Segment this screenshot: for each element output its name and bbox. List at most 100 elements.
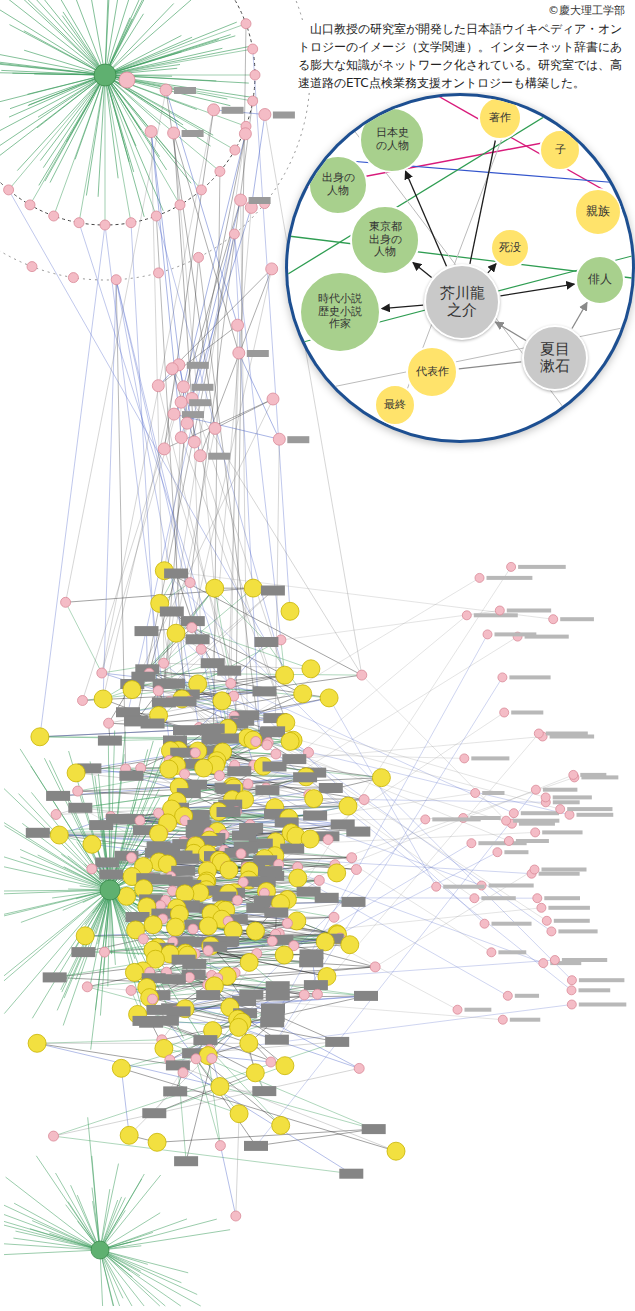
network-label-box <box>182 411 204 418</box>
network-line <box>325 852 497 942</box>
network-node <box>498 673 507 682</box>
network-line <box>100 1179 142 1250</box>
network-node <box>76 927 94 945</box>
network-node <box>226 679 236 689</box>
network-node <box>138 934 148 944</box>
network-label-box <box>515 994 539 998</box>
network-line <box>170 1017 273 1060</box>
network-line <box>213 729 570 815</box>
network-node <box>148 1133 166 1151</box>
network-node <box>470 894 479 903</box>
node-label: 俳人 <box>588 273 612 287</box>
network-node <box>100 947 110 957</box>
network-line <box>266 611 499 643</box>
network-line <box>0 4 105 75</box>
network-node <box>167 624 185 642</box>
network-label-box <box>161 679 185 689</box>
network-node <box>188 436 200 448</box>
network-label-box <box>266 981 290 991</box>
network-node <box>504 837 513 846</box>
network-line <box>37 75 105 128</box>
network-node <box>208 104 220 116</box>
network-node <box>175 432 187 444</box>
network-label-box <box>68 803 92 813</box>
network-line <box>154 567 511 1113</box>
network-label-box <box>222 107 244 114</box>
network-node <box>28 1034 46 1052</box>
network-node <box>569 770 578 779</box>
node-label: 代表作 <box>416 366 449 379</box>
network-node <box>185 972 195 982</box>
network-label-box <box>163 1086 187 1096</box>
network-node <box>178 381 190 393</box>
network-label-box <box>487 576 533 580</box>
network-label-box <box>119 771 143 781</box>
network-node <box>370 962 380 972</box>
network-line <box>194 1005 572 1054</box>
network-line <box>27 75 105 94</box>
network-line <box>162 1040 374 1129</box>
network-line <box>5 0 105 75</box>
network-node <box>483 630 492 639</box>
network-node <box>236 849 246 859</box>
network-line <box>158 325 237 386</box>
node-label: 夏目漱石 <box>540 341 570 376</box>
network-line <box>176 402 181 573</box>
network-line <box>0 0 105 75</box>
network-line <box>9 75 105 190</box>
network-label-box <box>280 844 304 854</box>
network-node <box>194 450 206 462</box>
network-label-box <box>471 756 509 760</box>
network-label-box <box>217 807 241 817</box>
network-label-box <box>208 453 230 460</box>
network-line <box>178 1065 396 1151</box>
network-label-box <box>167 1006 191 1016</box>
network-node <box>240 1034 258 1052</box>
network-line <box>105 24 246 75</box>
network-line <box>4 1215 100 1251</box>
network-node <box>498 1015 507 1024</box>
network-line <box>192 628 311 669</box>
network-label-box <box>174 87 196 94</box>
network-label-box <box>342 897 366 907</box>
network-node <box>167 918 185 936</box>
network-node <box>232 895 242 905</box>
network-label-box <box>546 732 588 736</box>
network-label-box <box>187 362 209 369</box>
network-node <box>266 263 278 275</box>
network-node <box>246 1064 264 1082</box>
property-circle: 死没 <box>490 228 530 268</box>
network-line <box>63 890 110 1026</box>
network-label-box <box>186 634 210 644</box>
network-line <box>239 1027 360 1068</box>
network-node <box>351 865 361 875</box>
network-node <box>232 319 244 331</box>
network-node <box>272 1116 290 1134</box>
network-label-box <box>560 617 594 621</box>
network-line <box>19 794 111 890</box>
network-label-box <box>354 991 378 1001</box>
network-node <box>61 597 71 607</box>
network-node <box>314 875 324 885</box>
network-line <box>129 1056 208 1136</box>
relation-arrow <box>572 303 587 329</box>
network-node <box>148 994 158 1004</box>
property-circle: 代表作 <box>406 346 458 398</box>
network-line <box>190 101 253 583</box>
network-line <box>164 663 572 990</box>
network-node <box>123 681 141 699</box>
network-node <box>541 793 550 802</box>
network-node <box>530 865 539 874</box>
network-line <box>220 1146 235 1216</box>
network-node <box>243 779 253 789</box>
network-node <box>135 816 145 826</box>
network-node <box>502 816 511 825</box>
network-line <box>105 75 118 178</box>
network-line <box>21 890 110 922</box>
network-node <box>475 573 484 582</box>
network-label-box <box>217 666 241 676</box>
network-label-box <box>89 820 113 830</box>
network-line <box>80 808 457 1010</box>
network-line <box>1 70 105 75</box>
network-label-box <box>164 569 188 579</box>
